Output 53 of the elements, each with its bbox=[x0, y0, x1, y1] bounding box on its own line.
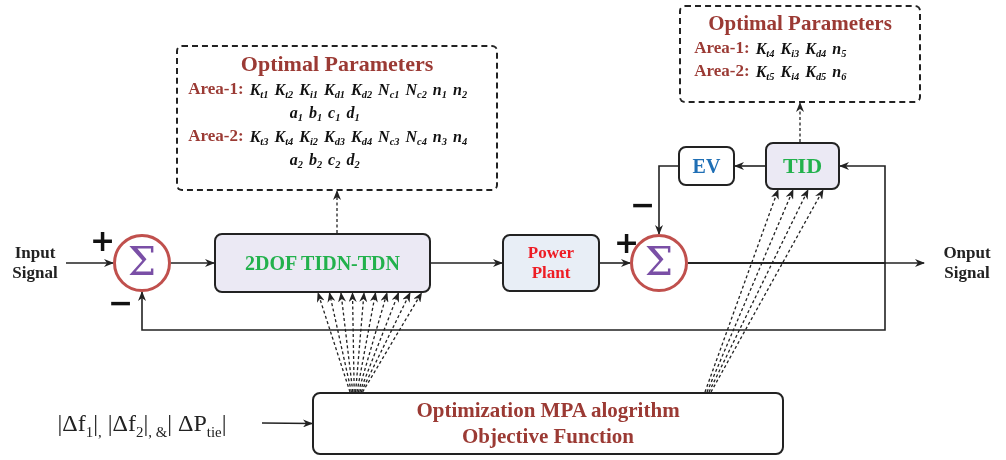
output-signal-label: Onput Signal bbox=[942, 242, 992, 284]
arrow bbox=[138, 262, 886, 331]
optimization-box bbox=[312, 392, 784, 455]
area-label: Area-2: bbox=[694, 60, 750, 83]
sigma-symbol: Σ bbox=[644, 241, 674, 281]
dashed-arrow bbox=[316, 292, 351, 393]
arrow bbox=[655, 165, 679, 235]
plant-block bbox=[502, 234, 600, 292]
parameters-box bbox=[679, 5, 921, 103]
dashed-arrow bbox=[796, 102, 804, 143]
dashed-arrow bbox=[706, 189, 794, 393]
dashed-arrow bbox=[356, 292, 378, 393]
ev-block bbox=[678, 146, 735, 186]
dashed-arrow bbox=[361, 292, 423, 393]
arrow bbox=[170, 259, 215, 267]
dashed-arrow bbox=[338, 292, 354, 393]
block-label: Optimization MPA alogrithm Objective Function bbox=[415, 398, 681, 449]
sign-label: + bbox=[90, 226, 116, 256]
input-signal-label: Input Signal bbox=[11, 242, 59, 284]
area-label: Area-2: bbox=[188, 124, 244, 147]
block-label: EV bbox=[692, 154, 721, 178]
parameters-heading: Optimal Parameters bbox=[240, 51, 434, 77]
dashed-arrow bbox=[327, 292, 353, 393]
parameters-box bbox=[176, 45, 498, 191]
arrow bbox=[599, 259, 631, 267]
dashed-arrow bbox=[357, 292, 389, 393]
sign-label: + bbox=[614, 228, 640, 258]
tid-block bbox=[765, 142, 840, 190]
sign-label: − bbox=[630, 190, 656, 220]
parameter-list: K$_{t3}$ K$_{t4}$ K$_{i2}$ K$_{d3}$ K$_{d4}$ N$_{c3}$ N$_{c4}$ n$_{3}$ n$_{4}$ a$_{2}$ b$_{2}$ c$_{2}$ d$_{2}$ bbox=[249, 124, 486, 172]
dashed-arrow bbox=[333, 190, 341, 234]
block-label: 2DOF TIDN-TDN bbox=[245, 251, 400, 275]
area-label: Area-1: bbox=[188, 78, 244, 101]
parameter-list: K$_{t5}$ K$_{i4}$ K$_{d5}$ n$_{6}$ bbox=[755, 60, 906, 84]
sign-label: − bbox=[108, 288, 134, 318]
controller-block bbox=[214, 233, 431, 293]
dashed-arrow bbox=[360, 292, 411, 393]
dashed-arrow bbox=[354, 292, 368, 393]
block-label: Power Plant bbox=[526, 242, 576, 284]
summing-junction bbox=[113, 234, 171, 292]
sigma-symbol: Σ bbox=[127, 241, 157, 281]
parameter-list: K$_{t4}$ K$_{i3}$ K$_{d4}$ n$_{5}$ bbox=[755, 37, 906, 61]
arrow bbox=[65, 259, 114, 267]
arrow bbox=[261, 419, 313, 428]
arrow bbox=[430, 259, 503, 267]
parameters-heading: Optimal Parameters bbox=[708, 11, 892, 36]
dashed-arrow bbox=[359, 292, 400, 393]
block-label: TID bbox=[782, 152, 823, 180]
dashed-arrow bbox=[704, 189, 779, 393]
error-signals-label: |Δf$_{1}$|$_{,}$ |Δf$_{2}$|$_{, &}$| ΔP$_{tie}$| bbox=[57, 408, 227, 438]
area-label: Area-1: bbox=[694, 37, 750, 60]
arrow bbox=[734, 162, 766, 170]
dashed-arrow bbox=[348, 292, 357, 393]
